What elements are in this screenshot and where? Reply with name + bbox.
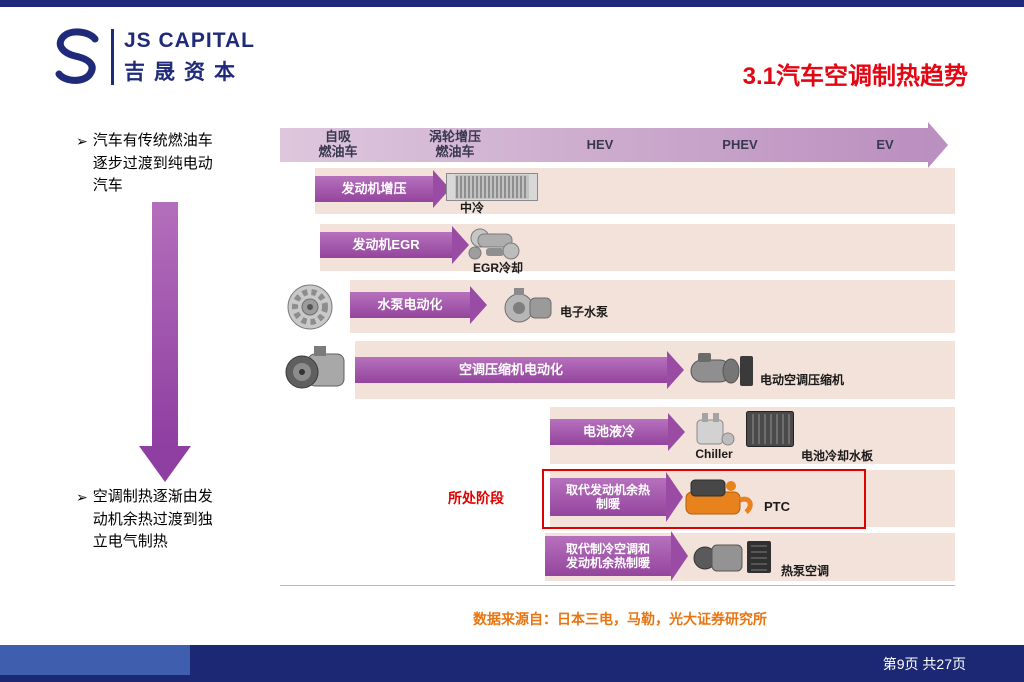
belt-compressor-icon: [284, 342, 350, 396]
stage-header-arrow: [280, 128, 928, 162]
row2-arrow: 发动机EGR: [320, 232, 452, 258]
chiller-label: Chiller: [695, 447, 733, 461]
transition-arrow-head: [139, 446, 191, 482]
powertrain-transition-diagram: 自吸 燃油车 涡轮增压 燃油车 HEV PHEV EV 发动机增压 中冷 发动机…: [280, 122, 970, 595]
logo-text: JS CAPITAL 吉晟资本: [124, 29, 255, 86]
egr-cooler-label: EGR冷却: [472, 261, 523, 275]
logo-name-cn: 吉晟资本: [124, 60, 244, 84]
engine-water-pump-icon: [280, 282, 342, 332]
data-source-note: 数据来源自：日本三电，马勒，光大证券研究所: [473, 611, 767, 627]
sidebar-bullet-2-text: 空调制热逐渐由发动机余热过渡到独立电气制热: [92, 488, 213, 550]
ptc-heater-icon: [682, 474, 758, 520]
bullet-arrow-icon: ➢: [76, 133, 88, 149]
row5-arrow: 电池液冷: [550, 419, 668, 445]
row1-arrow: 发动机增压: [315, 176, 433, 202]
row3-arrow: 水泵电动化: [350, 292, 470, 318]
row7-arrow-label: 取代制冷空调和 发动机余热制暖: [565, 541, 650, 570]
stage-label-ev: EV: [876, 136, 894, 152]
company-logo: JS CAPITAL 吉晟资本: [55, 28, 255, 86]
logo-name-en: JS CAPITAL: [124, 28, 255, 52]
current-stage-annotation: 所处阶段: [448, 490, 504, 506]
heat-pump-ac-icon: [692, 535, 774, 577]
slide-title: 3.1汽车空调制热趋势: [742, 63, 968, 90]
row4-arrow-label: 空调压缩机电动化: [458, 362, 563, 378]
row7-arrow: 取代制冷空调和 发动机余热制暖: [545, 536, 671, 576]
row6-arrow-label: 取代发动机余热 制暖: [565, 482, 650, 511]
stage-label-hev: HEV: [586, 136, 614, 152]
diagram-bottom-rule: [280, 585, 955, 586]
electric-compressor-label: 电动空调压缩机: [760, 373, 845, 387]
electric-compressor-icon: [690, 346, 754, 394]
intercooler-label: 中冷: [459, 201, 484, 215]
electric-water-pump-label: 电子水泵: [560, 305, 609, 319]
row1-arrow-label: 发动机增压: [341, 181, 407, 197]
footer-bar: 第9页 共27页: [0, 645, 1024, 682]
top-border-bar: [0, 0, 1024, 7]
sidebar-bullet-2: ➢ 空调制热逐渐由发动机余热过渡到独立电气制热: [76, 486, 223, 554]
row4-arrow: 空调压缩机电动化: [355, 357, 667, 383]
sidebar-bullet-1: ➢ 汽车有传统燃油车逐步过渡到纯电动汽车: [76, 130, 223, 198]
page-number: 第9页 共27页: [882, 655, 966, 672]
egr-cooler-icon: [466, 226, 522, 262]
logo-s-icon: [55, 28, 99, 84]
heat-pump-label: 热泵空调: [781, 564, 830, 578]
stage-label-turbo: 涡轮增压 燃油车: [428, 129, 481, 159]
row3-arrow-label: 水泵电动化: [377, 297, 443, 313]
footer-accent-block: [0, 645, 190, 675]
ptc-label: PTC: [764, 499, 790, 514]
row5-arrow-label: 电池液冷: [582, 424, 635, 440]
transition-arrow-shaft: [152, 202, 178, 446]
stage-label-na: 自吸 燃油车: [318, 129, 358, 159]
logo-divider: [111, 29, 114, 85]
sidebar-bullet-1-text: 汽车有传统燃油车逐步过渡到纯电动汽车: [92, 132, 213, 194]
row6-arrow: 取代发动机余热 制暖: [550, 478, 666, 516]
chiller-icon: [692, 411, 736, 449]
bullet-arrow-icon: ➢: [76, 489, 88, 505]
stage-label-phev: PHEV: [722, 136, 758, 152]
current-stage-highlight-box: [542, 469, 866, 529]
battery-cooling-plate-label: 电池冷却水板: [801, 449, 874, 463]
electric-water-pump-icon: [502, 286, 554, 326]
intercooler-icon: [446, 171, 538, 203]
battery-cooling-plate-icon: [745, 409, 795, 449]
stage-header-arrowhead: [928, 122, 948, 168]
row2-arrow-label: 发动机EGR: [352, 237, 420, 253]
